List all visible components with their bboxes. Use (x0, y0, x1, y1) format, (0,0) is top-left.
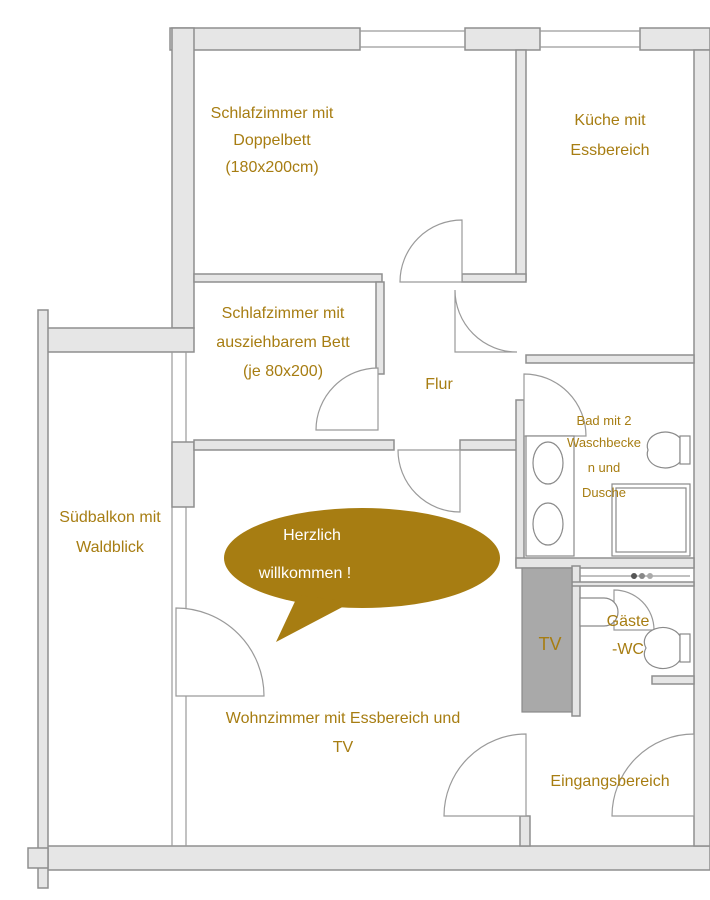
door-entrance-left (443, 733, 527, 817)
walls (27, 27, 710, 889)
label-bathroom-4: Dusche (582, 485, 626, 500)
door-living-room (397, 449, 461, 513)
label-living-room-1: Wohnzimmer mit Essbereich und (226, 710, 460, 727)
toilet-icon (646, 431, 681, 469)
label-guest-wc-1: Gäste (607, 613, 650, 630)
door-entrance-right (611, 733, 695, 817)
label-kitchen-2: Essbereich (570, 142, 649, 159)
sink-icon (532, 502, 564, 546)
door-balcony (175, 607, 265, 697)
wc-toilet-icon (643, 626, 681, 670)
label-kitchen-1: Küche mit (574, 112, 646, 129)
bubble-line-2: willkommen ! (258, 565, 351, 582)
top-wall-right (639, 27, 710, 51)
label-living-room-2: TV (333, 739, 354, 756)
right-wall (693, 49, 710, 847)
label-entrance: Eingangsbereich (550, 773, 669, 790)
label-tv-unit: TV (538, 634, 561, 654)
door-bathroom (523, 373, 587, 437)
top-wall-left (169, 27, 361, 51)
label-bedroom-pullout-1: Schlafzimmer mit (222, 305, 345, 322)
wc-sink-icon (579, 597, 619, 627)
bubble-line-1: Herzlich (283, 527, 341, 544)
left-upper-wall (171, 27, 195, 329)
doors (175, 219, 695, 817)
label-bedroom-double-3: (180x200cm) (225, 159, 318, 176)
bathroom-fixtures (525, 431, 691, 670)
balcony-rail (37, 309, 49, 889)
room-labels: Schlafzimmer mit Doppelbett (180x200cm) … (59, 105, 669, 790)
balcony-top-wall (45, 327, 195, 353)
label-bathroom-3: n und (588, 460, 621, 475)
speech-bubble: Herzlich willkommen ! (224, 508, 500, 642)
door-bedroom-double (399, 219, 463, 283)
door-bedroom-pullout (315, 367, 379, 431)
label-bathroom-2: Waschbecke (567, 435, 641, 450)
label-hallway: Flur (425, 376, 453, 393)
label-bedroom-pullout-2: ausziehbarem Bett (216, 334, 350, 351)
label-guest-wc-2: -WC (612, 641, 644, 658)
top-wall-middle (464, 27, 541, 51)
label-bathroom-1: Bad mit 2 (577, 413, 632, 428)
tv-unit (521, 567, 573, 713)
sink-icon (532, 441, 564, 485)
label-balcony-1: Südbalkon mit (59, 509, 161, 526)
label-balcony-2: Waldblick (76, 539, 145, 556)
label-bedroom-double-2: Doppelbett (233, 132, 311, 149)
label-bedroom-pullout-3: (je 80x200) (243, 363, 323, 380)
door-kitchen (454, 289, 518, 353)
bottom-wall (45, 845, 710, 871)
label-bedroom-double-1: Schlafzimmer mit (211, 105, 334, 122)
